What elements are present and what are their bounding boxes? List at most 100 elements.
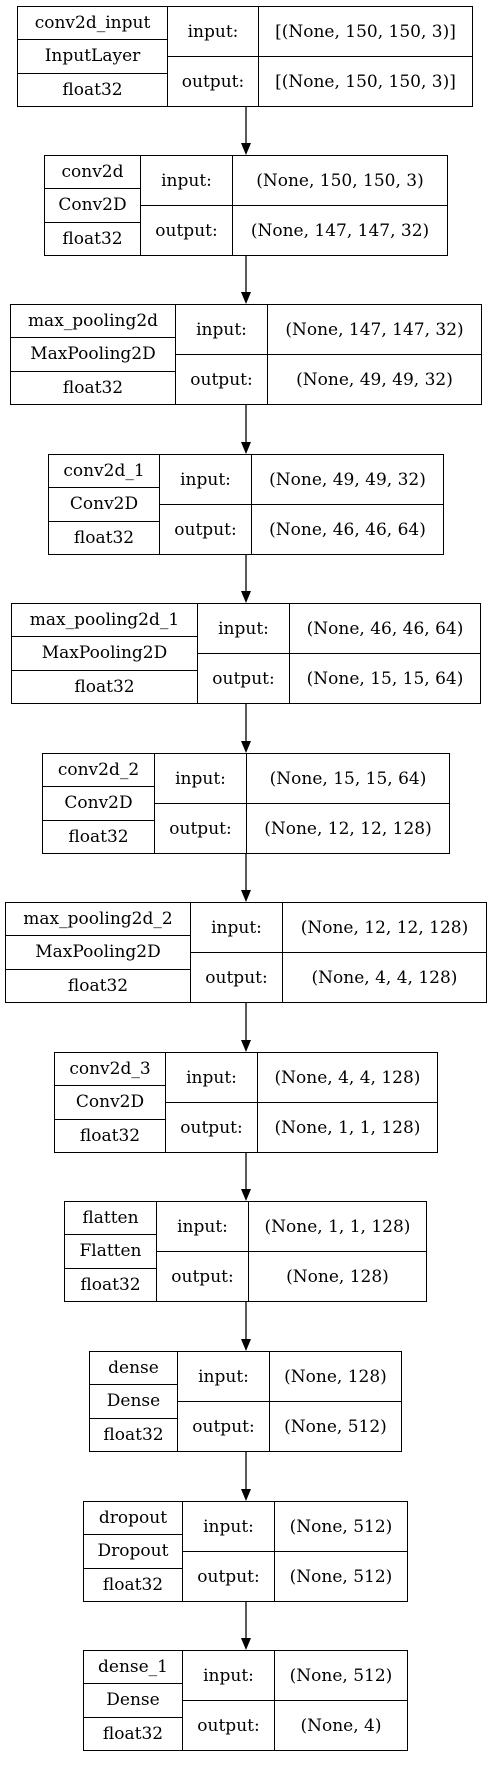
input-shape: (None, 12, 12, 128) xyxy=(283,903,486,953)
layer-name: conv2d xyxy=(45,156,140,190)
edge-arrowhead xyxy=(241,1339,251,1351)
input-label: input: xyxy=(155,754,246,804)
output-shape: (None, 46, 46, 64) xyxy=(269,519,426,540)
layer-dtype: float32 xyxy=(80,1274,141,1295)
layer-dtype: float32 xyxy=(62,228,123,249)
input-shape: (None, 512) xyxy=(275,1651,407,1701)
layer-node-dropout: dropout Dropout float32 input: output: (… xyxy=(83,1501,408,1602)
layer-type: MaxPooling2D xyxy=(6,936,190,970)
edge-arrowhead xyxy=(241,292,251,304)
output-shape: (None, 512) xyxy=(284,1416,387,1437)
layer-node-max-pooling2d: max_pooling2d MaxPooling2D float32 input… xyxy=(10,304,482,405)
input-label: input: xyxy=(183,1651,274,1701)
input-label: input: xyxy=(168,7,258,57)
layer-name: conv2d_input xyxy=(18,7,167,41)
output-shape: (None, 12, 12, 128) xyxy=(264,818,432,839)
input-shape: (None, 46, 46, 64) xyxy=(290,604,480,654)
input-label: input: xyxy=(141,156,232,206)
layer-name: dropout xyxy=(84,1502,182,1536)
layer-type: Conv2D xyxy=(43,787,154,821)
edge-arrowhead xyxy=(241,143,251,155)
edge-arrowhead xyxy=(241,1040,251,1052)
output-label: output: xyxy=(205,967,268,988)
input-label: input: xyxy=(183,1502,274,1552)
layer-name: conv2d_2 xyxy=(43,754,154,788)
output-label: output: xyxy=(212,668,275,689)
layer-type: InputLayer xyxy=(18,40,167,74)
output-label: output: xyxy=(174,519,237,540)
input-shape: [(None, 150, 150, 3)] xyxy=(259,7,472,57)
layer-name: max_pooling2d_1 xyxy=(12,604,197,638)
input-label: input: xyxy=(160,455,251,505)
output-shape: [(None, 150, 150, 3)] xyxy=(275,71,456,92)
output-shape: (None, 49, 49, 32) xyxy=(296,369,453,390)
input-label: input: xyxy=(191,903,282,953)
layer-dtype: float32 xyxy=(62,79,123,100)
layer-node-dense: dense Dense float32 input: output: (None… xyxy=(89,1351,402,1452)
output-shape: (None, 147, 147, 32) xyxy=(250,220,430,241)
output-shape: (None, 1, 1, 128) xyxy=(274,1117,421,1138)
layer-dtype: float32 xyxy=(74,676,135,697)
edge-arrowhead xyxy=(241,1489,251,1501)
layer-dtype: float32 xyxy=(68,826,129,847)
layer-dtype: float32 xyxy=(62,377,124,398)
output-label: output: xyxy=(197,1566,260,1587)
edge-arrowhead xyxy=(241,741,251,753)
output-label: output: xyxy=(169,818,232,839)
output-label: output: xyxy=(190,369,253,390)
layer-dtype: float32 xyxy=(102,1574,164,1595)
layer-node-conv2d: conv2d Conv2D float32 input: output: (No… xyxy=(44,155,448,256)
edge-arrowhead xyxy=(241,591,251,603)
layer-type: Conv2D xyxy=(45,189,140,223)
input-shape: (None, 15, 15, 64) xyxy=(247,754,449,804)
edge-arrowhead xyxy=(241,442,251,454)
layer-name: max_pooling2d xyxy=(11,305,175,339)
input-shape: (None, 4, 4, 128) xyxy=(258,1053,437,1103)
layer-node-max-pooling2d-1: max_pooling2d_1 MaxPooling2D float32 inp… xyxy=(11,603,481,704)
layer-name: dense xyxy=(90,1352,177,1386)
layer-node-conv2d-3: conv2d_3 Conv2D float32 input: output: (… xyxy=(54,1052,438,1153)
input-shape: (None, 49, 49, 32) xyxy=(252,455,443,505)
edge-arrowhead xyxy=(241,1189,251,1201)
output-shape: (None, 4, 4, 128) xyxy=(311,967,458,988)
output-shape: (None, 4) xyxy=(300,1715,382,1736)
layer-node-flatten: flatten Flatten float32 input: output: (… xyxy=(64,1201,427,1302)
layer-type: Conv2D xyxy=(55,1086,165,1120)
edge-arrowhead xyxy=(241,890,251,902)
layer-type: Dense xyxy=(90,1385,177,1419)
layer-node-conv2d-2: conv2d_2 Conv2D float32 input: output: (… xyxy=(42,753,450,854)
layer-type: Conv2D xyxy=(49,488,159,522)
output-label: output: xyxy=(181,71,245,92)
layer-name: conv2d_1 xyxy=(49,455,159,489)
input-shape: (None, 128) xyxy=(270,1352,401,1402)
output-shape: (None, 15, 15, 64) xyxy=(306,668,464,689)
output-label: output: xyxy=(171,1266,234,1287)
layer-name: flatten xyxy=(65,1202,156,1236)
layer-dtype: float32 xyxy=(102,1723,164,1744)
input-shape: (None, 1, 1, 128) xyxy=(249,1202,426,1252)
layer-dtype: float32 xyxy=(67,975,129,996)
layer-name: dense_1 xyxy=(84,1651,182,1685)
layer-node-dense-1: dense_1 Dense float32 input: output: (No… xyxy=(83,1650,408,1751)
edge-arrowhead xyxy=(241,1638,251,1650)
layer-dtype: float32 xyxy=(103,1424,164,1445)
output-label: output: xyxy=(197,1715,260,1736)
layer-type: Flatten xyxy=(65,1235,156,1269)
layer-type: Dropout xyxy=(84,1535,182,1569)
input-label: input: xyxy=(157,1202,248,1252)
layer-node-conv2d-1: conv2d_1 Conv2D float32 input: output: (… xyxy=(48,454,444,555)
layer-name: conv2d_3 xyxy=(55,1053,165,1087)
layer-dtype: float32 xyxy=(79,1125,141,1146)
input-shape: (None, 512) xyxy=(275,1502,407,1552)
layer-type: MaxPooling2D xyxy=(12,637,197,671)
input-label: input: xyxy=(178,1352,269,1402)
output-shape: (None, 512) xyxy=(289,1566,393,1587)
input-label: input: xyxy=(166,1053,257,1103)
output-label: output: xyxy=(155,220,218,241)
layer-type: MaxPooling2D xyxy=(11,338,175,372)
input-shape: (None, 147, 147, 32) xyxy=(268,305,481,355)
layer-dtype: float32 xyxy=(73,527,135,548)
output-label: output: xyxy=(192,1416,255,1437)
layer-node-conv2d-input: conv2d_input InputLayer float32 input: o… xyxy=(17,6,473,107)
